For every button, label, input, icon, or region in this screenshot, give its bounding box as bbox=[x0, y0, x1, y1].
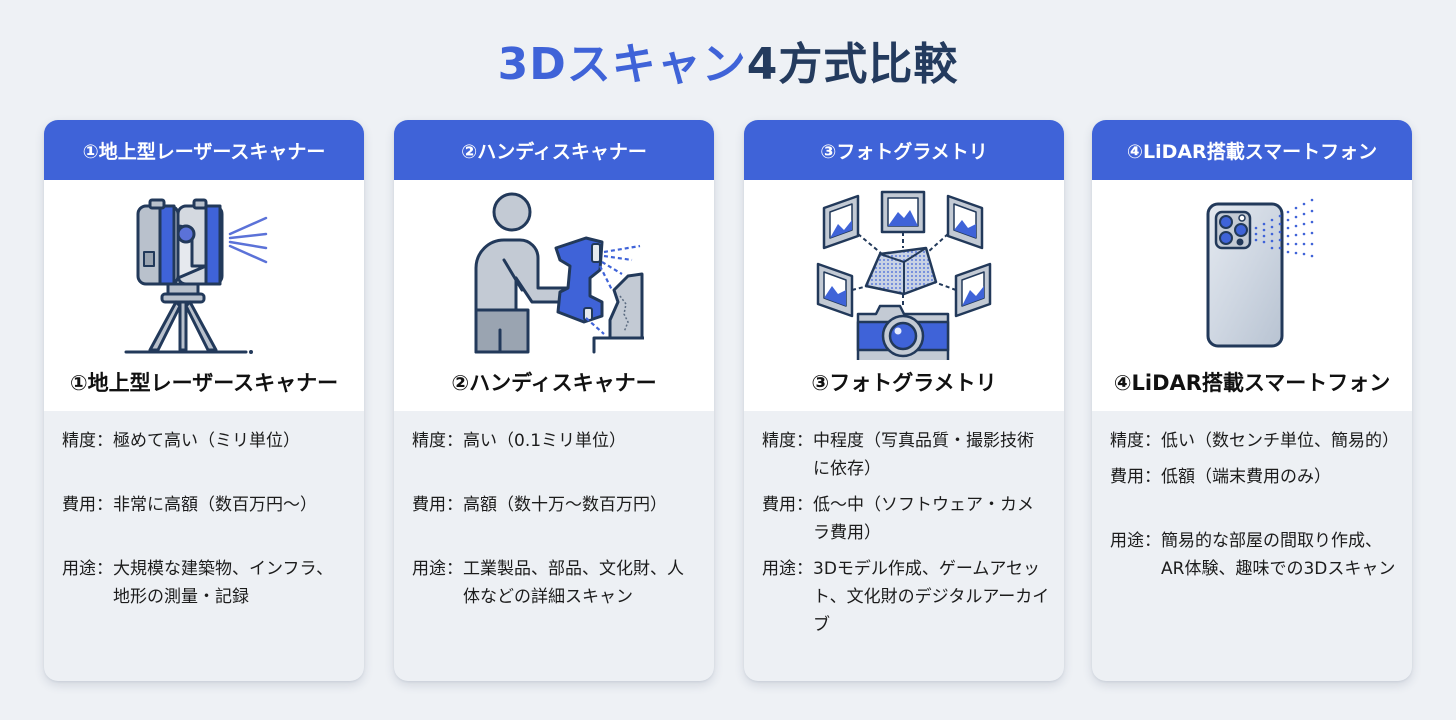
accuracy-label: 精度： bbox=[1110, 431, 1161, 451]
card-lidar-smartphone: ④LiDAR搭載スマートフォン bbox=[1092, 120, 1412, 681]
tripod-laser-scanner-icon bbox=[124, 198, 268, 354]
accuracy-label: 精度： bbox=[762, 431, 813, 451]
cost-row: 費用： 非常に高額（数百万円～） bbox=[62, 491, 350, 519]
card-visual: ③フォトグラメトリ bbox=[744, 180, 1064, 411]
cost-label: 費用： bbox=[762, 495, 813, 515]
use-row: 用途： 工業製品、部品、文化財、人体などの詳細スキャン bbox=[412, 555, 700, 611]
cost-label: 費用： bbox=[62, 495, 113, 515]
card-details: 精度： 極めて高い（ミリ単位） 費用： 非常に高額（数百万円～） 用途： 大規模… bbox=[44, 411, 364, 611]
person-handheld-scanner-icon bbox=[474, 192, 644, 354]
card-visual: ②ハンディスキャナー bbox=[394, 180, 714, 411]
card-name: ②ハンディスキャナー bbox=[451, 371, 657, 395]
use-label: 用途： bbox=[762, 559, 813, 579]
use-value: 工業製品、部品、文化財、人体などの詳細スキャン bbox=[463, 559, 684, 607]
use-row: 用途： 大規模な建築物、インフラ、地形の測量・記録 bbox=[62, 555, 350, 611]
accuracy-label: 精度： bbox=[62, 431, 113, 451]
use-value: 3Dモデル作成、ゲームアセット、文化財のデジタルアーカイブ bbox=[813, 559, 1050, 635]
cost-label: 費用： bbox=[1110, 467, 1161, 487]
use-label: 用途： bbox=[62, 559, 113, 579]
accuracy-value: 低い（数センチ単位、簡易的） bbox=[1161, 431, 1399, 451]
cost-row: 費用： 低額（端末費用のみ） bbox=[1110, 463, 1398, 491]
accuracy-value: 中程度（写真品質・撮影技術に依存） bbox=[813, 431, 1034, 479]
card-terrestrial-laser-scanner: ①地上型レーザースキャナー bbox=[44, 120, 364, 681]
title-rest: 4方式比較 bbox=[746, 39, 959, 90]
use-label: 用途： bbox=[1110, 531, 1161, 551]
title-accent: 3Dスキャン bbox=[497, 39, 747, 90]
cost-value: 低～中（ソフトウェア・カメラ費用） bbox=[813, 495, 1034, 543]
card-details: 精度： 低い（数センチ単位、簡易的） 費用： 低額（端末費用のみ） 用途： 簡易… bbox=[1092, 411, 1412, 583]
cost-value: 低額（端末費用のみ） bbox=[1161, 467, 1331, 487]
card-name: ④LiDAR搭載スマートフォン bbox=[1113, 371, 1391, 395]
lidar-smartphone-icon bbox=[1206, 198, 1314, 348]
accuracy-label: 精度： bbox=[412, 431, 463, 451]
card-header: ④LiDAR搭載スマートフォン bbox=[1092, 120, 1412, 180]
card-photogrammetry: ③フォトグラメトリ bbox=[744, 120, 1064, 681]
card-header: ①地上型レーザースキャナー bbox=[44, 120, 364, 180]
cost-row: 費用： 低～中（ソフトウェア・カメラ費用） bbox=[762, 491, 1050, 547]
use-row: 用途： 簡易的な部屋の間取り作成、AR体験、趣味での3Dスキャン bbox=[1110, 527, 1398, 583]
accuracy-value: 高い（0.1ミリ単位） bbox=[463, 431, 627, 451]
cost-row: 費用： 高額（数十万～数百万円） bbox=[412, 491, 700, 519]
page-title: 3Dスキャン4方式比較 bbox=[0, 28, 1456, 92]
lidar-dots bbox=[1254, 198, 1314, 258]
accuracy-row: 精度： 極めて高い（ミリ単位） bbox=[62, 427, 350, 455]
cost-label: 費用： bbox=[412, 495, 463, 515]
card-details: 精度： 高い（0.1ミリ単位） 費用： 高額（数十万～数百万円） 用途： 工業製… bbox=[394, 411, 714, 611]
card-name: ③フォトグラメトリ bbox=[811, 371, 997, 395]
use-label: 用途： bbox=[412, 559, 463, 579]
accuracy-row: 精度： 低い（数センチ単位、簡易的） bbox=[1110, 427, 1399, 455]
card-name: ①地上型レーザースキャナー bbox=[69, 371, 339, 395]
card-handheld-scanner: ②ハンディスキャナー bbox=[394, 120, 714, 681]
cost-value: 非常に高額（数百万円～） bbox=[113, 495, 317, 515]
accuracy-row: 精度： 中程度（写真品質・撮影技術に依存） bbox=[762, 427, 1050, 483]
use-value: 大規模な建築物、インフラ、地形の測量・記録 bbox=[113, 559, 334, 607]
use-row: 用途： 3Dモデル作成、ゲームアセット、文化財のデジタルアーカイブ bbox=[762, 555, 1050, 639]
card-header: ③フォトグラメトリ bbox=[744, 120, 1064, 180]
cost-value: 高額（数十万～数百万円） bbox=[463, 495, 667, 515]
card-header: ②ハンディスキャナー bbox=[394, 120, 714, 180]
card-visual: ①地上型レーザースキャナー bbox=[44, 180, 364, 411]
use-value: 簡易的な部屋の間取り作成、AR体験、趣味での3Dスキャン bbox=[1161, 531, 1396, 579]
photos-camera-mesh-icon bbox=[816, 190, 992, 360]
accuracy-row: 精度： 高い（0.1ミリ単位） bbox=[412, 427, 700, 455]
card-visual: ④LiDAR搭載スマートフォン bbox=[1092, 180, 1412, 411]
accuracy-value: 極めて高い（ミリ単位） bbox=[113, 431, 300, 451]
card-details: 精度： 中程度（写真品質・撮影技術に依存） 費用： 低～中（ソフトウェア・カメラ… bbox=[744, 411, 1064, 639]
